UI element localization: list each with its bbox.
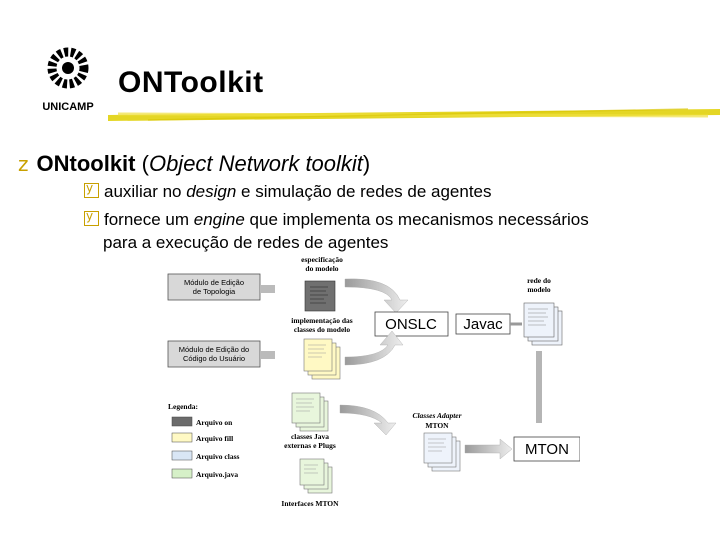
onslc-label: ONSLC: [385, 316, 437, 333]
logo-text: UNICAMP: [42, 101, 93, 113]
legend: Legenda: Arquivo on Arquivo fill Arquivo…: [168, 402, 239, 479]
legend-label-on: Arquivo on: [196, 418, 233, 427]
adapter-class-documents: [423, 432, 461, 472]
main-bullet-open: (: [135, 151, 149, 176]
main-bullet-italic: Object Network toolkit: [148, 151, 363, 176]
impl-label-1: implementação das: [291, 316, 353, 325]
legend-swatch-java: [171, 468, 193, 479]
main-bullet-bold: ONtoolkit: [36, 151, 136, 176]
rede-label-1: rede do: [527, 276, 551, 285]
interfaces-label: Interfaces MTON: [281, 499, 339, 508]
page-title: ONToolkit: [118, 66, 264, 99]
title-underline-decoration: [108, 108, 720, 121]
impl-label-2: classes do modelo: [294, 325, 351, 334]
rede-modelo-documents: [523, 302, 563, 346]
adapter-label-1: Classes Adapter: [412, 411, 461, 420]
legend-swatch-class: [171, 450, 193, 461]
adapter-to-mton-arrow: [464, 438, 513, 460]
external-label-1: classes Java: [291, 432, 329, 441]
legend-label-fill: Arquivo fill: [196, 434, 233, 443]
sub2-text-italic: engine: [193, 210, 245, 229]
bullet-y-icon: y: [84, 209, 99, 226]
fill-documents: [303, 338, 341, 380]
javac-box: Javac: [455, 313, 511, 335]
unicamp-logo: UNICAMP: [42, 47, 94, 113]
sub1-text-a: auxiliar no: [104, 182, 187, 201]
architecture-diagram: especificação do modelo rede do modelo M…: [167, 255, 580, 508]
adapter-label-2: MTON: [425, 421, 449, 430]
bullet-z-icon: z: [18, 152, 29, 176]
main-bullet-close: ): [362, 151, 371, 176]
spec-document-icon: [304, 280, 336, 312]
javac-label: Javac: [463, 316, 503, 333]
sub1-text-italic: design: [186, 182, 237, 201]
module-topology-box: Módulo de Edição de Topologia: [167, 273, 261, 301]
sub-bullet-1: y auxiliar no design e simulação de redes…: [84, 181, 492, 202]
sub2-text-a: fornece um: [104, 210, 194, 229]
spec-label-1: especificação: [301, 255, 343, 264]
sub2-text-b: que implementa os mecanismos necessários: [244, 210, 589, 229]
module-user-code-label-2: Código do Usuário: [183, 354, 245, 363]
legend-swatch-fill: [171, 432, 193, 443]
rede-label-2: modelo: [527, 285, 551, 294]
legend-swatch-on: [171, 416, 193, 427]
sub-bullet-2: y fornece um engine que implementa os mec…: [84, 209, 589, 230]
external-label-2: externas e Plugs: [284, 441, 336, 450]
sub1-text-b: e simulação de redes de agentes: [236, 182, 492, 201]
module-user-code-box: Módulo de Edição do Código do Usuário: [167, 340, 261, 368]
legend-title: Legenda:: [168, 402, 198, 411]
mton-box: MTON: [513, 436, 580, 462]
sub-bullet-2-continuation: para a execução de redes de agentes: [103, 233, 389, 252]
module-user-code-label-1: Módulo de Edição do: [179, 345, 249, 354]
module-topology-label-1: Módulo de Edição: [184, 278, 244, 287]
curved-arrow-external: [339, 404, 397, 436]
onslc-box: ONSLC: [374, 311, 449, 337]
curved-arrow-top: [344, 278, 409, 314]
spec-label-2: do modelo: [305, 264, 338, 273]
main-bullet: z ONtoolkit (Object Network toolkit): [18, 151, 370, 177]
mton-label: MTON: [525, 441, 569, 458]
legend-label-class: Arquivo class: [196, 452, 239, 461]
curved-arrow-bottom: [344, 330, 404, 366]
interfaces-documents: [299, 458, 333, 494]
module-topology-label-2: de Topologia: [193, 287, 236, 296]
logo-ring-icon: [47, 47, 89, 89]
bullet-y-icon: y: [84, 181, 99, 198]
legend-label-java: Arquivo.java: [196, 470, 238, 479]
external-java-documents: [291, 392, 329, 432]
